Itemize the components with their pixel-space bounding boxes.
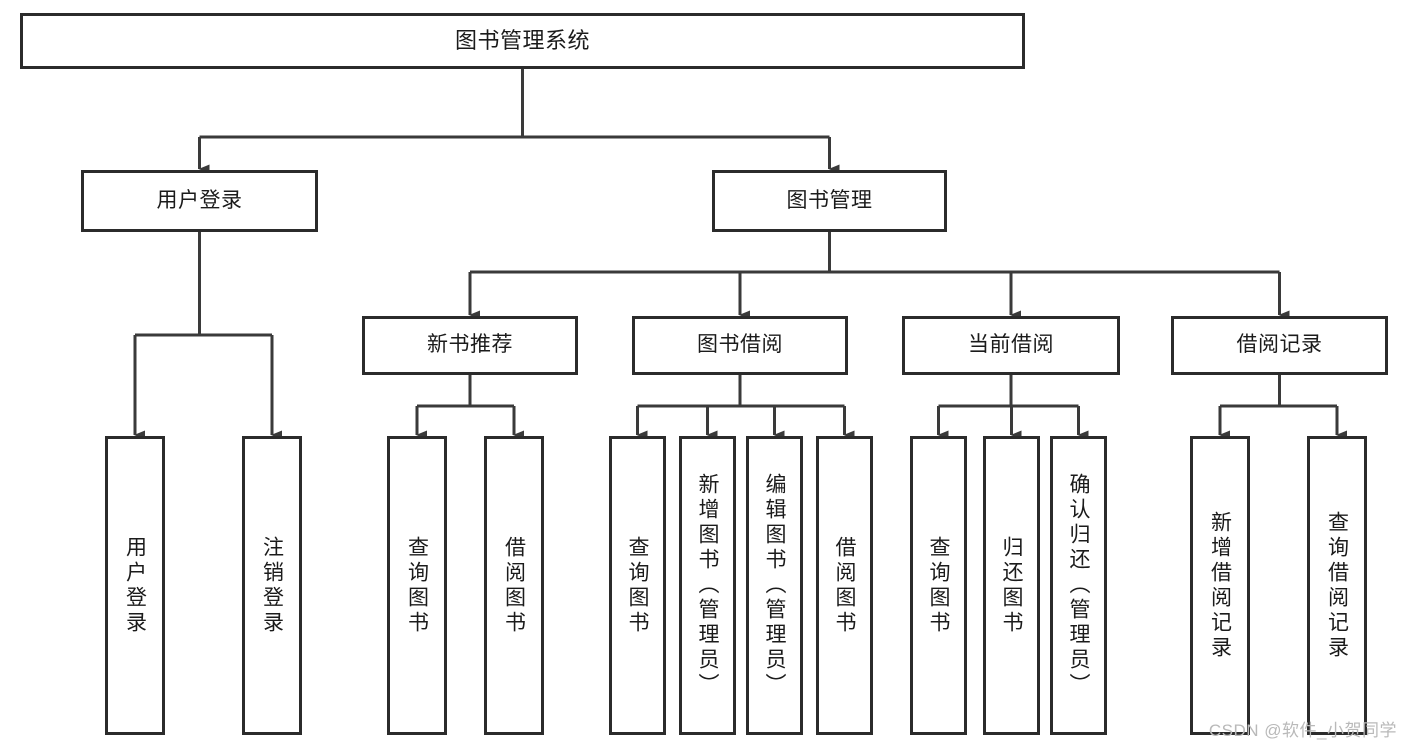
- node-c-query[interactable]: 查询图书: [910, 436, 967, 735]
- node-r-add[interactable]: 新增借阅记录: [1190, 436, 1250, 735]
- node-label: 新增借阅记录: [1208, 510, 1232, 661]
- node-b-edit[interactable]: 编辑图书（管理员）: [746, 436, 803, 735]
- node-bookmgmt[interactable]: 图书管理: [712, 170, 947, 232]
- node-l-login[interactable]: 用户登录: [105, 436, 165, 735]
- node-n-query[interactable]: 查询图书: [387, 436, 447, 735]
- node-b-query[interactable]: 查询图书: [609, 436, 666, 735]
- node-l-logout[interactable]: 注销登录: [242, 436, 302, 735]
- node-label: 借阅图书: [833, 535, 856, 636]
- node-current[interactable]: 当前借阅: [902, 316, 1120, 375]
- watermark-text: CSDN @软件_小贺同学: [1208, 721, 1397, 740]
- node-c-confirm[interactable]: 确认归还（管理员）: [1050, 436, 1107, 735]
- node-label: 图书管理系统: [454, 28, 590, 54]
- node-label: 借阅图书: [502, 535, 526, 636]
- node-label: 查询借阅记录: [1325, 510, 1349, 661]
- node-b-add[interactable]: 新增图书（管理员）: [679, 436, 736, 735]
- node-label: 确认归还（管理员）: [1067, 473, 1090, 698]
- node-label: 查询图书: [626, 535, 649, 636]
- node-label: 归还图书: [1000, 535, 1023, 636]
- node-label: 图书借阅: [697, 333, 783, 357]
- node-root[interactable]: 图书管理系统: [20, 13, 1025, 69]
- node-records[interactable]: 借阅记录: [1171, 316, 1388, 375]
- edge-paths: [133, 69, 1347, 440]
- node-label: 用户登录: [123, 535, 147, 636]
- node-label: 新增图书（管理员）: [696, 473, 719, 698]
- node-r-query[interactable]: 查询借阅记录: [1307, 436, 1367, 735]
- node-newbook[interactable]: 新书推荐: [362, 316, 578, 375]
- node-borrow[interactable]: 图书借阅: [632, 316, 848, 375]
- node-label: 图书管理: [786, 188, 873, 212]
- node-b-lend[interactable]: 借阅图书: [816, 436, 873, 735]
- node-label: 新书推荐: [427, 333, 513, 357]
- node-label: 借阅记录: [1236, 333, 1323, 357]
- node-label: 当前借阅: [968, 333, 1054, 357]
- node-n-borrow[interactable]: 借阅图书: [484, 436, 544, 735]
- node-c-return[interactable]: 归还图书: [983, 436, 1040, 735]
- node-label: 查询图书: [927, 535, 950, 636]
- node-label: 查询图书: [405, 535, 429, 636]
- node-label: 注销登录: [260, 535, 284, 636]
- node-label: 编辑图书（管理员）: [763, 473, 786, 698]
- node-login[interactable]: 用户登录: [81, 170, 318, 232]
- node-label: 用户登录: [156, 188, 243, 212]
